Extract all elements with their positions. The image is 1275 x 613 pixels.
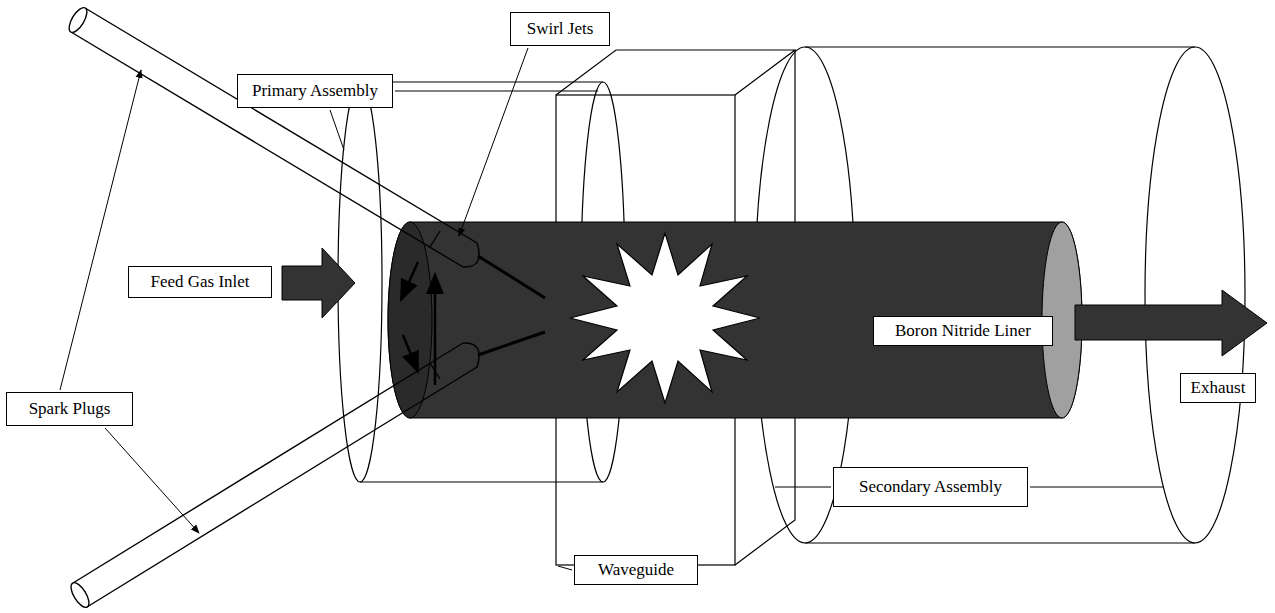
swirl-arrow (401, 262, 418, 300)
spark-plug-end (66, 5, 91, 35)
secondary-assembly-outline (1145, 47, 1245, 543)
exhaust-arrow (1075, 290, 1267, 356)
swirl-arrow (403, 335, 418, 372)
primary-assembly-outline (360, 81, 603, 82)
swirl-arrow (434, 274, 437, 385)
callout-box: Waveguide (574, 555, 698, 585)
callout-box: Spark Plugs (6, 392, 133, 426)
leader-line (1030, 487, 1163, 488)
callout-box: Exhaust (1180, 373, 1256, 403)
liner-body (388, 222, 1082, 418)
leader-line (775, 487, 831, 488)
swirl-jet (463, 243, 479, 267)
leader-line (558, 566, 572, 570)
spark-plug-tube (73, 343, 463, 583)
spark-plug-tube (71, 32, 463, 267)
primary-assembly-outline (360, 481, 603, 482)
secondary-assembly-outline (805, 542, 1195, 543)
swirl-jet (463, 343, 479, 367)
jet-line (478, 256, 545, 298)
liner-inlet-end (388, 222, 432, 418)
swirl-jet (430, 231, 440, 247)
leader-line (395, 91, 598, 92)
callout-label: Primary Assembly (252, 81, 378, 101)
callout-box: Feed Gas Inlet (128, 266, 272, 298)
callout-box: Swirl Jets (510, 12, 610, 46)
leader-line (60, 70, 141, 390)
callout-label: Secondary Assembly (859, 477, 1002, 497)
waveguide-outline (556, 50, 795, 95)
spark-plug-tube (85, 8, 477, 243)
callout-label: Feed Gas Inlet (150, 272, 249, 292)
leader-line (330, 110, 344, 150)
callout-label: Exhaust (1191, 378, 1246, 398)
leader-line (105, 428, 199, 533)
jet-line (478, 332, 545, 355)
feed-gas-arrow (282, 248, 355, 318)
spark-plug-tube (87, 367, 477, 607)
spark-plug-end (68, 580, 93, 610)
callout-box: Boron Nitride Liner (873, 316, 1053, 346)
secondary-assembly-outline (805, 46, 1195, 47)
callout-label: Boron Nitride Liner (895, 321, 1031, 341)
callout-label: Waveguide (598, 560, 674, 580)
plasma-burst (570, 233, 760, 403)
callout-box: Secondary Assembly (833, 467, 1028, 507)
callout-label: Swirl Jets (527, 19, 594, 39)
callout-box: Primary Assembly (237, 74, 393, 108)
callout-label: Spark Plugs (29, 399, 111, 419)
leader-line (459, 48, 528, 236)
